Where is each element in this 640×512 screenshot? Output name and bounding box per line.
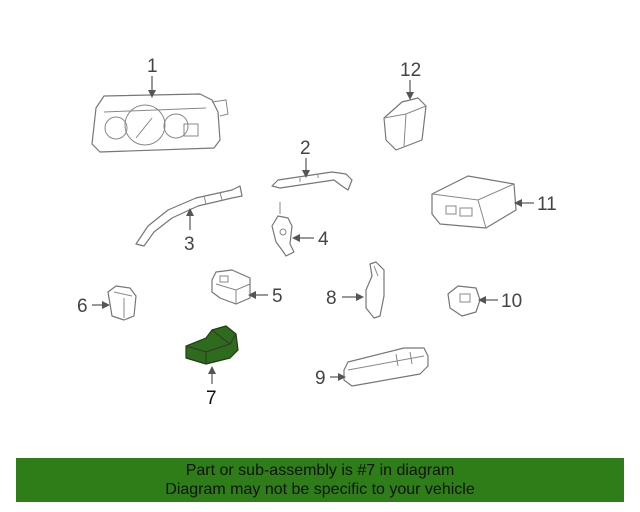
part-5-module[interactable] bbox=[211, 269, 251, 305]
part-10-switch[interactable] bbox=[447, 285, 481, 317]
callout-12: 12 bbox=[400, 60, 421, 81]
callout-2: 2 bbox=[300, 138, 311, 159]
info-banner: Part or sub-assembly is #7 in diagram Di… bbox=[16, 458, 624, 502]
callout-10: 10 bbox=[501, 291, 522, 312]
part-2-trim-strip[interactable] bbox=[271, 171, 353, 191]
part-6-switch[interactable] bbox=[107, 285, 137, 321]
callout-6: 6 bbox=[77, 296, 88, 317]
callout-4: 4 bbox=[318, 229, 329, 250]
callout-labels: 1 2 3 4 5 6 7 8 9 10 11 12 bbox=[77, 56, 557, 409]
callout-7: 7 bbox=[206, 388, 217, 409]
part-12-module[interactable] bbox=[383, 97, 427, 151]
part-7-highlighted[interactable] bbox=[185, 325, 239, 365]
part-4-bracket[interactable] bbox=[271, 202, 295, 257]
diagram-canvas: 1 2 3 4 5 6 7 8 9 10 11 12 bbox=[77, 56, 557, 409]
callout-11: 11 bbox=[537, 194, 557, 215]
part-8-pillar-trim[interactable] bbox=[365, 261, 385, 319]
callout-arrows bbox=[92, 76, 534, 384]
callout-5: 5 bbox=[272, 286, 283, 307]
banner-line-2: Diagram may not be specific to your vehi… bbox=[165, 481, 475, 498]
callout-8: 8 bbox=[326, 288, 337, 309]
banner-line-1: Part or sub-assembly is #7 in diagram bbox=[185, 462, 455, 479]
parts-diagram: 1 2 3 4 5 6 7 8 9 10 11 12 bbox=[77, 56, 557, 409]
part-3-curved-trim[interactable] bbox=[135, 185, 243, 247]
callout-3: 3 bbox=[184, 234, 195, 255]
part-11-control-unit[interactable] bbox=[431, 175, 517, 229]
callout-9: 9 bbox=[315, 368, 326, 389]
part-1-instrument-cluster[interactable] bbox=[91, 93, 229, 153]
callout-1: 1 bbox=[147, 56, 158, 77]
part-9-console-panel[interactable] bbox=[343, 347, 429, 387]
